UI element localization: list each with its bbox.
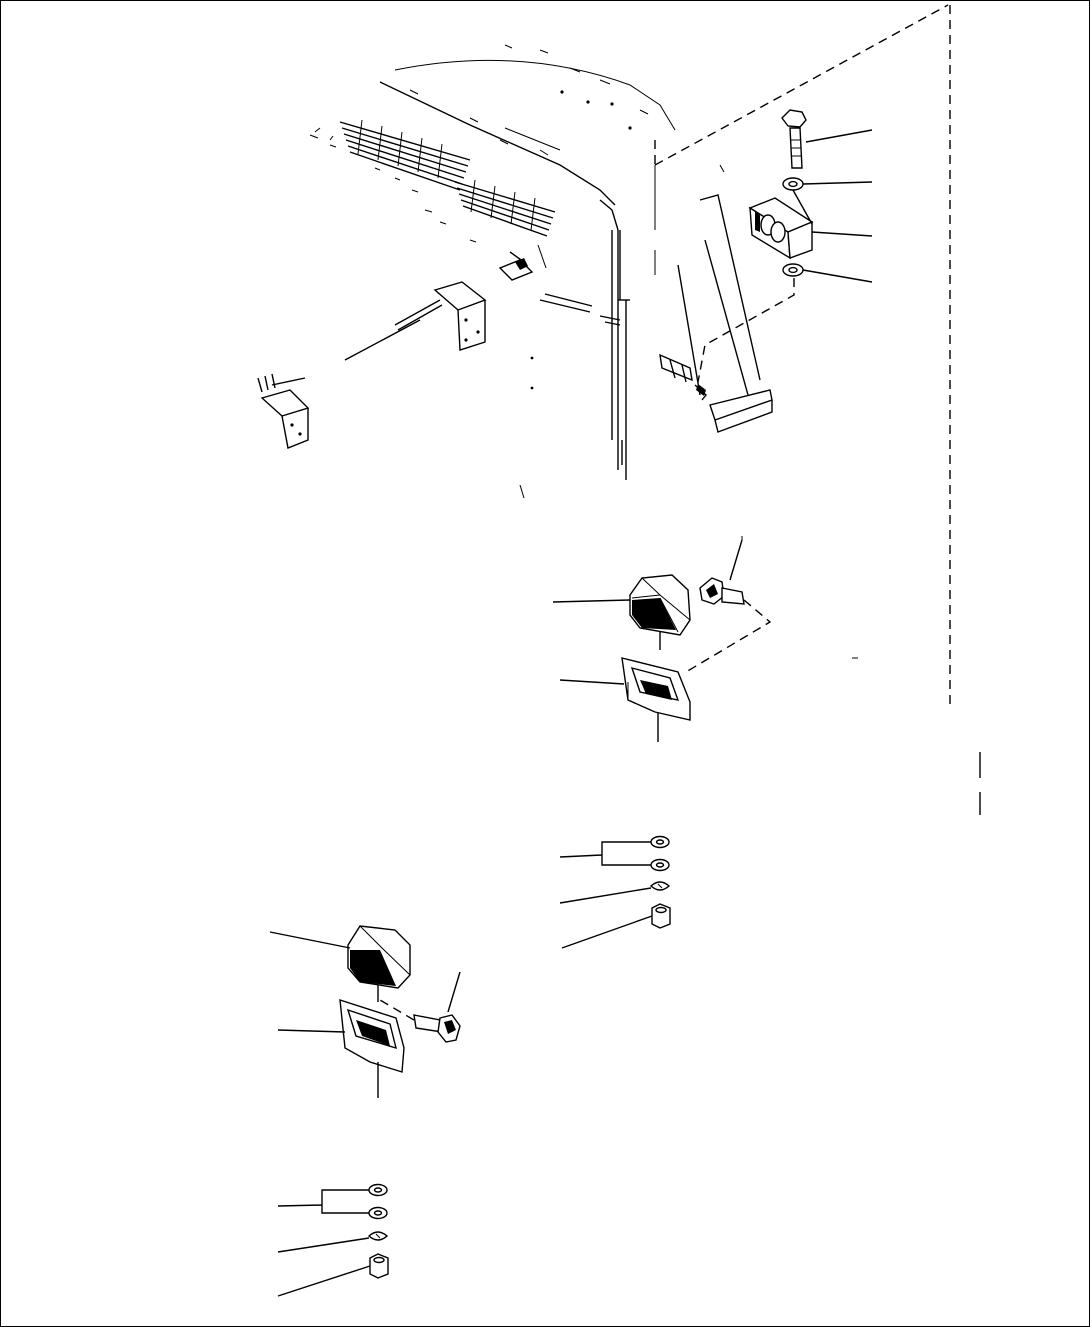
leader-bolt bbox=[805, 129, 873, 143]
cab-pillar bbox=[519, 199, 630, 499]
side-wall bbox=[677, 164, 773, 433]
lower-lamp bbox=[269, 925, 461, 1098]
lamp-bracket-icon bbox=[339, 999, 405, 1098]
leader-washers-lower bbox=[277, 1189, 369, 1214]
leader-washer-2 bbox=[802, 269, 873, 283]
bolt-dashed-line-lower bbox=[379, 999, 415, 1021]
leader-lamp-housing bbox=[552, 599, 631, 603]
wall-mount-plate bbox=[659, 353, 707, 401]
lower-hardware bbox=[277, 1183, 389, 1297]
roof-vent-left bbox=[339, 119, 471, 191]
rear-lamp-mount bbox=[697, 109, 873, 383]
leader-washer bbox=[802, 181, 873, 185]
bolt-icon bbox=[413, 1014, 461, 1043]
leader-spacer bbox=[811, 231, 873, 237]
cab-roof-front-edge bbox=[379, 81, 616, 206]
leader-lamp-bracket-lower bbox=[277, 1029, 346, 1033]
upper-hardware bbox=[559, 835, 671, 949]
leader-bolt-lower bbox=[447, 971, 461, 1013]
leader-lock-washer-lower bbox=[277, 1237, 370, 1253]
mount-bracket-right bbox=[344, 281, 487, 361]
nut-icon bbox=[651, 903, 671, 929]
leader-nut-lower bbox=[277, 1265, 371, 1297]
leader-lamp-bracket bbox=[559, 679, 625, 685]
bolt-dashed-line bbox=[685, 599, 772, 673]
leader-washers bbox=[559, 841, 651, 866]
mount-dashed-line bbox=[697, 278, 795, 383]
lamp-housing-icon bbox=[629, 574, 691, 650]
cab-roof-edge bbox=[394, 59, 676, 131]
mount-bracket-left bbox=[257, 373, 310, 449]
leader-nut bbox=[561, 915, 653, 949]
small-brackets bbox=[498, 244, 621, 390]
nut-icon bbox=[369, 1253, 389, 1279]
bolt-icon bbox=[699, 577, 745, 605]
roof-vent-right bbox=[454, 179, 556, 237]
bolt-icon bbox=[781, 109, 807, 169]
leader-lock-washer bbox=[559, 887, 652, 904]
spacer-block-icon bbox=[748, 197, 814, 260]
lamp-housing-icon bbox=[347, 925, 411, 1002]
cab-assembly bbox=[257, 4, 949, 499]
leader-bolt-upper bbox=[729, 539, 743, 581]
leader-lamp-housing-lower bbox=[269, 931, 351, 949]
lamp-bracket-icon bbox=[621, 657, 691, 742]
upper-lamp bbox=[552, 539, 858, 742]
leader-spacer-link bbox=[792, 189, 813, 225]
